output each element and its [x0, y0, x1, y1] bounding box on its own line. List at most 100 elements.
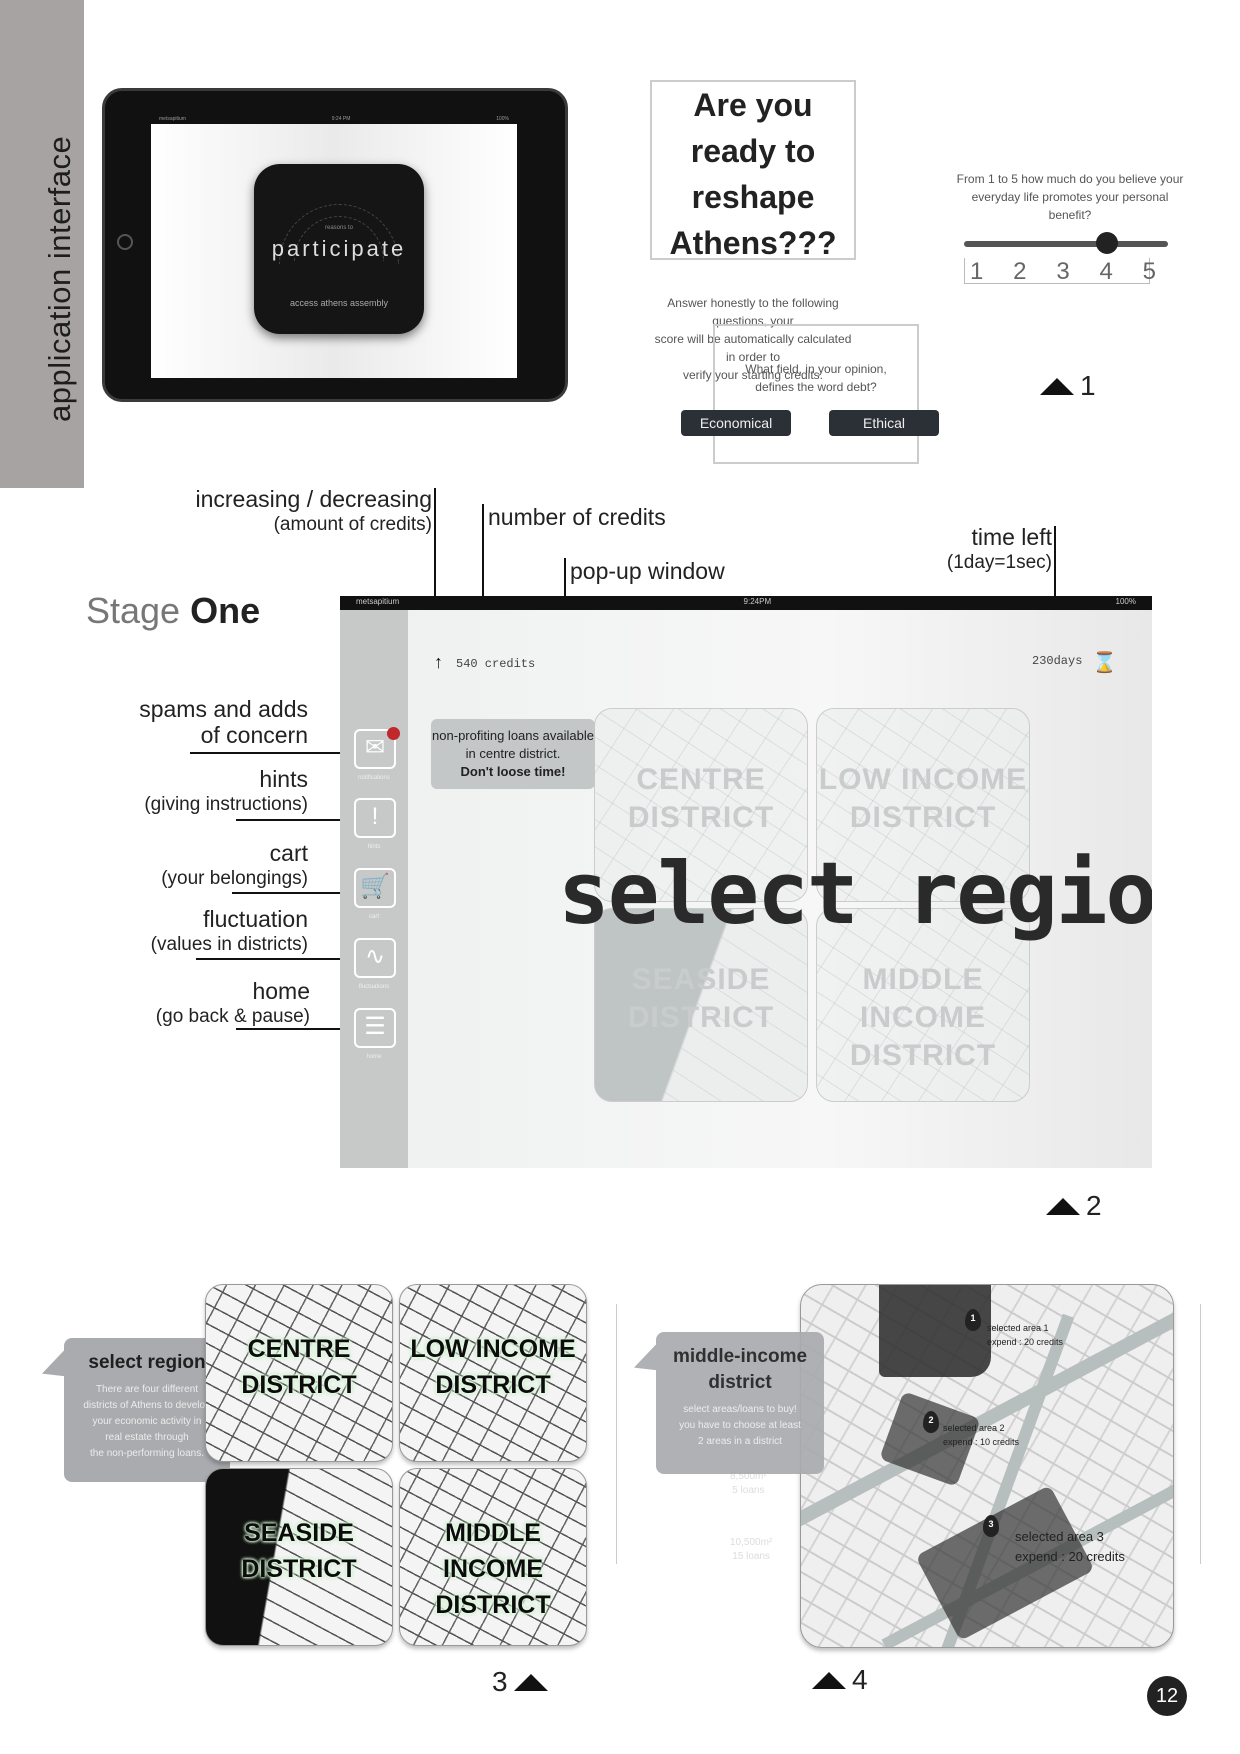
popup-line1: non-profiting loans available [432, 728, 594, 743]
seaside-district-tile[interactable]: SEASIDE DISTRICT [205, 1468, 393, 1646]
fluctuations-icon[interactable]: ∿ [354, 938, 396, 978]
popup-line2: in centre district. [465, 746, 561, 761]
low-income-district-tile[interactable]: LOW INCOME DISTRICT [816, 708, 1030, 902]
tablet-screen: metsapitium 9:24 PM 100% reasons to part… [151, 114, 517, 378]
figure-3-number: 3 [492, 1666, 508, 1697]
faded-area-info-2: 10,500m² 15 loans [730, 1537, 773, 1562]
district-grid: CENTRE DISTRICT LOW INCOME DISTRICT SEAS… [205, 1284, 587, 1648]
annotation-home-title: home [252, 978, 310, 1004]
scale-tick-4[interactable]: 4 [1099, 258, 1113, 285]
figure-4-label: 4 [812, 1664, 868, 1696]
leader-line [190, 752, 396, 754]
notifications-icon[interactable]: ✉ [354, 729, 396, 769]
hints-label: hints [367, 844, 381, 850]
notification-badge [387, 727, 400, 740]
map-pin-icon[interactable]: 2 [923, 1411, 939, 1433]
annotation-spams: spams and adds of concern [80, 696, 308, 748]
annotation-home: home (go back & pause) [80, 978, 310, 1030]
stage-title: Stage One [86, 590, 260, 632]
app-icon-wordmark: participate [271, 236, 407, 261]
rating-slider-track[interactable] [964, 241, 1168, 247]
economical-button[interactable]: Economical [681, 410, 791, 436]
triangle-icon [812, 1671, 846, 1689]
centre-district-tile[interactable]: CENTRE DISTRICT [205, 1284, 393, 1462]
divider [1200, 1304, 1201, 1564]
status-carrier: metsapitium [356, 597, 400, 606]
status-bar: metsapitium 9:24PM 100% [340, 596, 1152, 610]
low-income-district-label: LOW INCOME DISTRICT [818, 763, 1028, 834]
annotation-cart-title: cart [269, 840, 308, 866]
district-map[interactable]: 1 selected area 1 expend : 20 credits 2 … [800, 1284, 1174, 1648]
area-1-label: selected area 1 expend : 20 credits [987, 1323, 1064, 1347]
status-time: 9:24 PM [331, 116, 351, 122]
slider-question-text: From 1 to 5 how much do you believe your… [956, 172, 1184, 222]
triangle-icon [1046, 1197, 1080, 1215]
leader-line [1054, 526, 1056, 652]
popup-line3: Don't loose time! [460, 764, 566, 779]
status-carrier: metsapitium [159, 116, 186, 122]
home-button-icon [117, 234, 133, 250]
field-question-text: What field, in your opinion, defines the… [745, 362, 887, 394]
leader-line [236, 819, 370, 821]
rating-slider-knob[interactable] [1095, 232, 1118, 254]
icon-sidebar [340, 610, 408, 1168]
triangle-icon [1040, 377, 1074, 395]
leader-line [232, 892, 372, 894]
annotation-inc-dec: increasing / decreasing (amount of credi… [140, 486, 432, 538]
callout-text: There are four different districts of At… [83, 1384, 211, 1459]
scale-frame [964, 258, 1150, 284]
scale-tick-3[interactable]: 3 [1056, 258, 1070, 285]
centre-district-label: CENTRE DISTRICT [241, 1335, 357, 1399]
scale-tick-2[interactable]: 2 [1013, 258, 1027, 285]
stage-one-screen: metsapitium 9:24PM 100% ✉ notifications … [340, 596, 1152, 1168]
annotation-fluctuation: fluctuation (values in districts) [80, 906, 308, 958]
figure-3-label: 3 [492, 1666, 548, 1698]
stage-title-light: Stage [86, 590, 181, 631]
fluctuations-label: fluctuations [358, 984, 390, 990]
centre-district-tile[interactable]: CENTRE DISTRICT [594, 708, 808, 902]
slider-question: From 1 to 5 how much do you believe your… [950, 170, 1190, 285]
popup-window[interactable]: non-profiting loans available in centre … [431, 719, 595, 789]
cart-icon[interactable]: 🛒 [354, 868, 396, 908]
figure-4-number: 4 [852, 1664, 868, 1695]
divider [616, 1304, 617, 1564]
hints-icon[interactable]: ! [354, 798, 396, 838]
scale-tick-1[interactable]: 1 [970, 258, 984, 285]
callout-title: select region [88, 1352, 206, 1373]
middle-income-district-tile[interactable]: MIDDLE INCOME DISTRICT [816, 908, 1030, 1102]
annotation-hints-sub: (giving instructions) [144, 794, 308, 815]
annotation-hints: hints (giving instructions) [80, 766, 308, 818]
home-label: home [366, 1054, 382, 1060]
app-icon[interactable]: reasons to participate access athens ass… [254, 164, 424, 334]
scale-tick-5[interactable]: 5 [1142, 258, 1156, 285]
notifications-label: notifications [358, 775, 390, 781]
middle-income-callout: middle-income district select areas/loan… [656, 1332, 824, 1474]
status-time: 9:24PM [743, 597, 772, 606]
home-menu-icon[interactable]: ☰ [354, 1008, 396, 1048]
hourglass-icon: ⌛ [1092, 652, 1117, 674]
seaside-district-tile[interactable]: SEASIDE DISTRICT [594, 908, 808, 1102]
page-number: 12 [1147, 1676, 1187, 1716]
middle-income-district-tile[interactable]: MIDDLE INCOME DISTRICT [399, 1468, 587, 1646]
middle-income-district-label: MIDDLE INCOME DISTRICT [849, 963, 997, 1072]
ethical-button[interactable]: Ethical [829, 410, 939, 436]
annotation-credits: number of credits [488, 504, 666, 530]
intro-title-line2: reshape Athens??? [669, 179, 837, 261]
leader-line [236, 1028, 372, 1030]
map-pin-icon[interactable]: 3 [983, 1515, 999, 1537]
selected-area-1[interactable] [879, 1285, 991, 1377]
annotation-spams-line1: spams and adds [139, 696, 308, 722]
middle-income-district-label: MIDDLE INCOME DISTRICT [435, 1519, 551, 1619]
leader-line [434, 488, 436, 664]
select-region-heading: select region [558, 844, 1152, 944]
callout-text: select areas/loans to buy! you have to c… [679, 1404, 801, 1447]
map-pin-icon[interactable]: 1 [965, 1309, 981, 1331]
app-icon-subtitle: access athens assembly [289, 298, 389, 308]
callout-title: middle-income district [672, 1346, 808, 1393]
annotation-time-left-title: time left [971, 524, 1052, 550]
annotation-inc-dec-title: increasing / decreasing [195, 486, 432, 512]
low-income-district-tile[interactable]: LOW INCOME DISTRICT [399, 1284, 587, 1462]
area-2-label: selected area 2 expend : 10 credits [943, 1423, 1020, 1447]
